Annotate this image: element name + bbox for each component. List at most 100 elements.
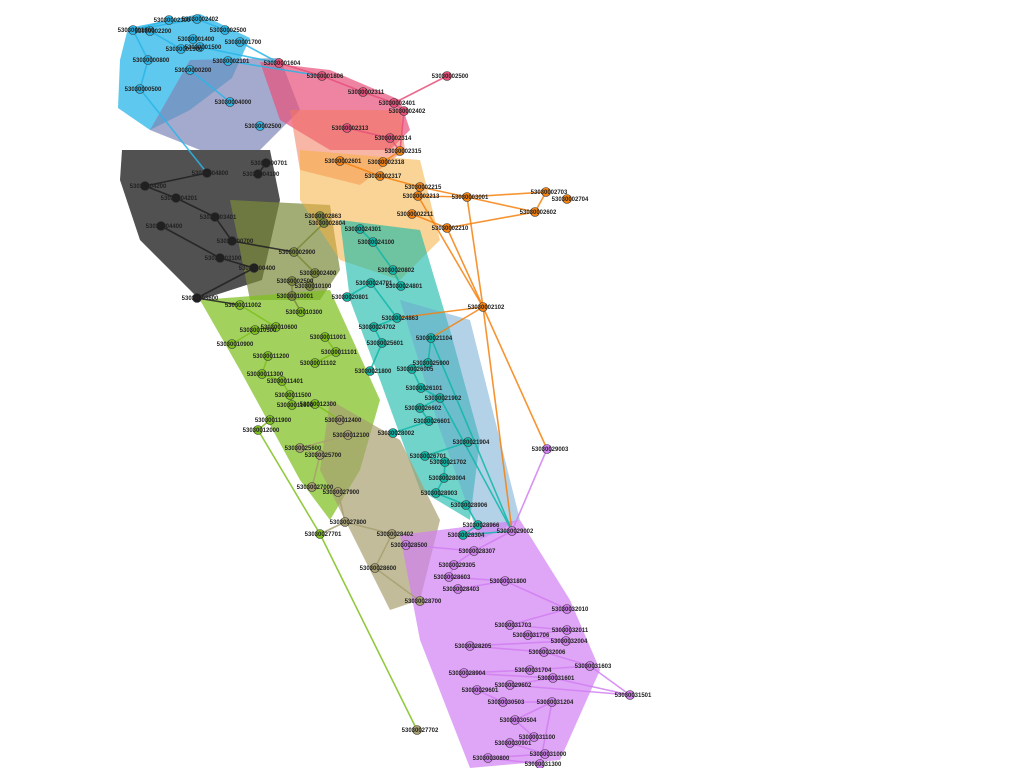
graph-node[interactable] (140, 181, 150, 191)
graph-node[interactable] (253, 169, 263, 179)
graph-node[interactable] (505, 680, 515, 690)
graph-node[interactable] (395, 146, 405, 156)
graph-node[interactable] (444, 572, 454, 582)
graph-node[interactable] (296, 307, 306, 317)
graph-node[interactable] (561, 636, 571, 646)
graph-node[interactable] (462, 192, 472, 202)
graph-node[interactable] (287, 276, 297, 286)
graph-node[interactable] (507, 526, 517, 536)
graph-node[interactable] (407, 364, 417, 374)
graph-node[interactable] (416, 383, 426, 393)
graph-node[interactable] (562, 625, 572, 635)
graph-node[interactable] (562, 194, 572, 204)
graph-node[interactable] (192, 14, 202, 24)
graph-node[interactable] (355, 224, 365, 234)
graph-node[interactable] (310, 268, 320, 278)
graph-node[interactable] (453, 584, 463, 594)
graph-node[interactable] (307, 482, 317, 492)
graph-node[interactable] (335, 156, 345, 166)
graph-node[interactable] (539, 647, 549, 657)
graph-node[interactable] (385, 133, 395, 143)
graph-node[interactable] (407, 209, 417, 219)
graph-node[interactable] (333, 487, 343, 497)
graph-node[interactable] (220, 25, 230, 35)
graph-node[interactable] (210, 212, 220, 222)
graph-node[interactable] (625, 690, 635, 700)
graph-node[interactable] (287, 400, 297, 410)
graph-node[interactable] (370, 563, 380, 573)
graph-node[interactable] (442, 223, 452, 233)
graph-node[interactable] (310, 358, 320, 368)
graph-node[interactable] (257, 369, 267, 379)
graph-node[interactable] (310, 399, 320, 409)
graph-node[interactable] (235, 37, 245, 47)
graph-node[interactable] (261, 158, 271, 168)
graph-node[interactable] (295, 443, 305, 453)
graph-node[interactable] (420, 451, 430, 461)
graph-node[interactable] (431, 488, 441, 498)
graph-node[interactable] (535, 759, 545, 768)
graph-node[interactable] (331, 347, 341, 357)
graph-node[interactable] (342, 292, 352, 302)
graph-node[interactable] (274, 58, 284, 68)
graph-node[interactable] (472, 685, 482, 695)
graph-node[interactable] (440, 457, 450, 467)
graph-node[interactable] (271, 322, 281, 332)
graph-node[interactable] (529, 732, 539, 742)
graph-node[interactable] (530, 207, 540, 217)
graph-node[interactable] (548, 673, 558, 683)
graph-node[interactable] (547, 697, 557, 707)
graph-node[interactable] (378, 157, 388, 167)
graph-node[interactable] (439, 473, 449, 483)
graph-node[interactable] (542, 444, 552, 454)
graph-node[interactable] (377, 338, 387, 348)
graph-node[interactable] (415, 403, 425, 413)
graph-node[interactable] (235, 300, 245, 310)
graph-node[interactable] (223, 56, 233, 66)
graph-node[interactable] (435, 393, 445, 403)
graph-node[interactable] (541, 187, 551, 197)
graph-node[interactable] (478, 302, 488, 312)
graph-node[interactable] (192, 293, 202, 303)
graph-node[interactable] (388, 428, 398, 438)
graph-node[interactable] (396, 281, 406, 291)
graph-node[interactable] (465, 641, 475, 651)
graph-node[interactable] (473, 520, 483, 530)
graph-node[interactable] (287, 291, 297, 301)
graph-node[interactable] (227, 339, 237, 349)
graph-node[interactable] (253, 425, 263, 435)
graph-node[interactable] (368, 237, 378, 247)
graph-node[interactable] (415, 182, 425, 192)
graph-node[interactable] (176, 44, 186, 54)
graph-node[interactable] (202, 168, 212, 178)
graph-node[interactable] (156, 221, 166, 231)
graph-node[interactable] (415, 596, 425, 606)
graph-node[interactable] (392, 313, 402, 323)
graph-node[interactable] (185, 65, 195, 75)
graph-node[interactable] (369, 322, 379, 332)
graph-node[interactable] (412, 725, 422, 735)
graph-node[interactable] (388, 265, 398, 275)
graph-node[interactable] (483, 753, 493, 763)
graph-node[interactable] (285, 390, 295, 400)
graph-node[interactable] (171, 193, 181, 203)
graph-node[interactable] (387, 529, 397, 539)
graph-node[interactable] (442, 71, 452, 81)
graph-node[interactable] (195, 42, 205, 52)
graph-node[interactable] (277, 376, 287, 386)
graph-node[interactable] (389, 98, 399, 108)
graph-node[interactable] (225, 97, 235, 107)
graph-node[interactable] (585, 661, 595, 671)
graph-node[interactable] (401, 540, 411, 550)
graph-node[interactable] (215, 253, 225, 263)
graph-node[interactable] (423, 358, 433, 368)
graph-node[interactable] (469, 546, 479, 556)
graph-node[interactable] (227, 236, 237, 246)
graph-node[interactable] (449, 560, 459, 570)
graph-node[interactable] (413, 191, 423, 201)
graph-node[interactable] (562, 604, 572, 614)
graph-node[interactable] (249, 263, 259, 273)
graph-node[interactable] (342, 123, 352, 133)
graph-node[interactable] (164, 15, 174, 25)
graph-node[interactable] (510, 715, 520, 725)
